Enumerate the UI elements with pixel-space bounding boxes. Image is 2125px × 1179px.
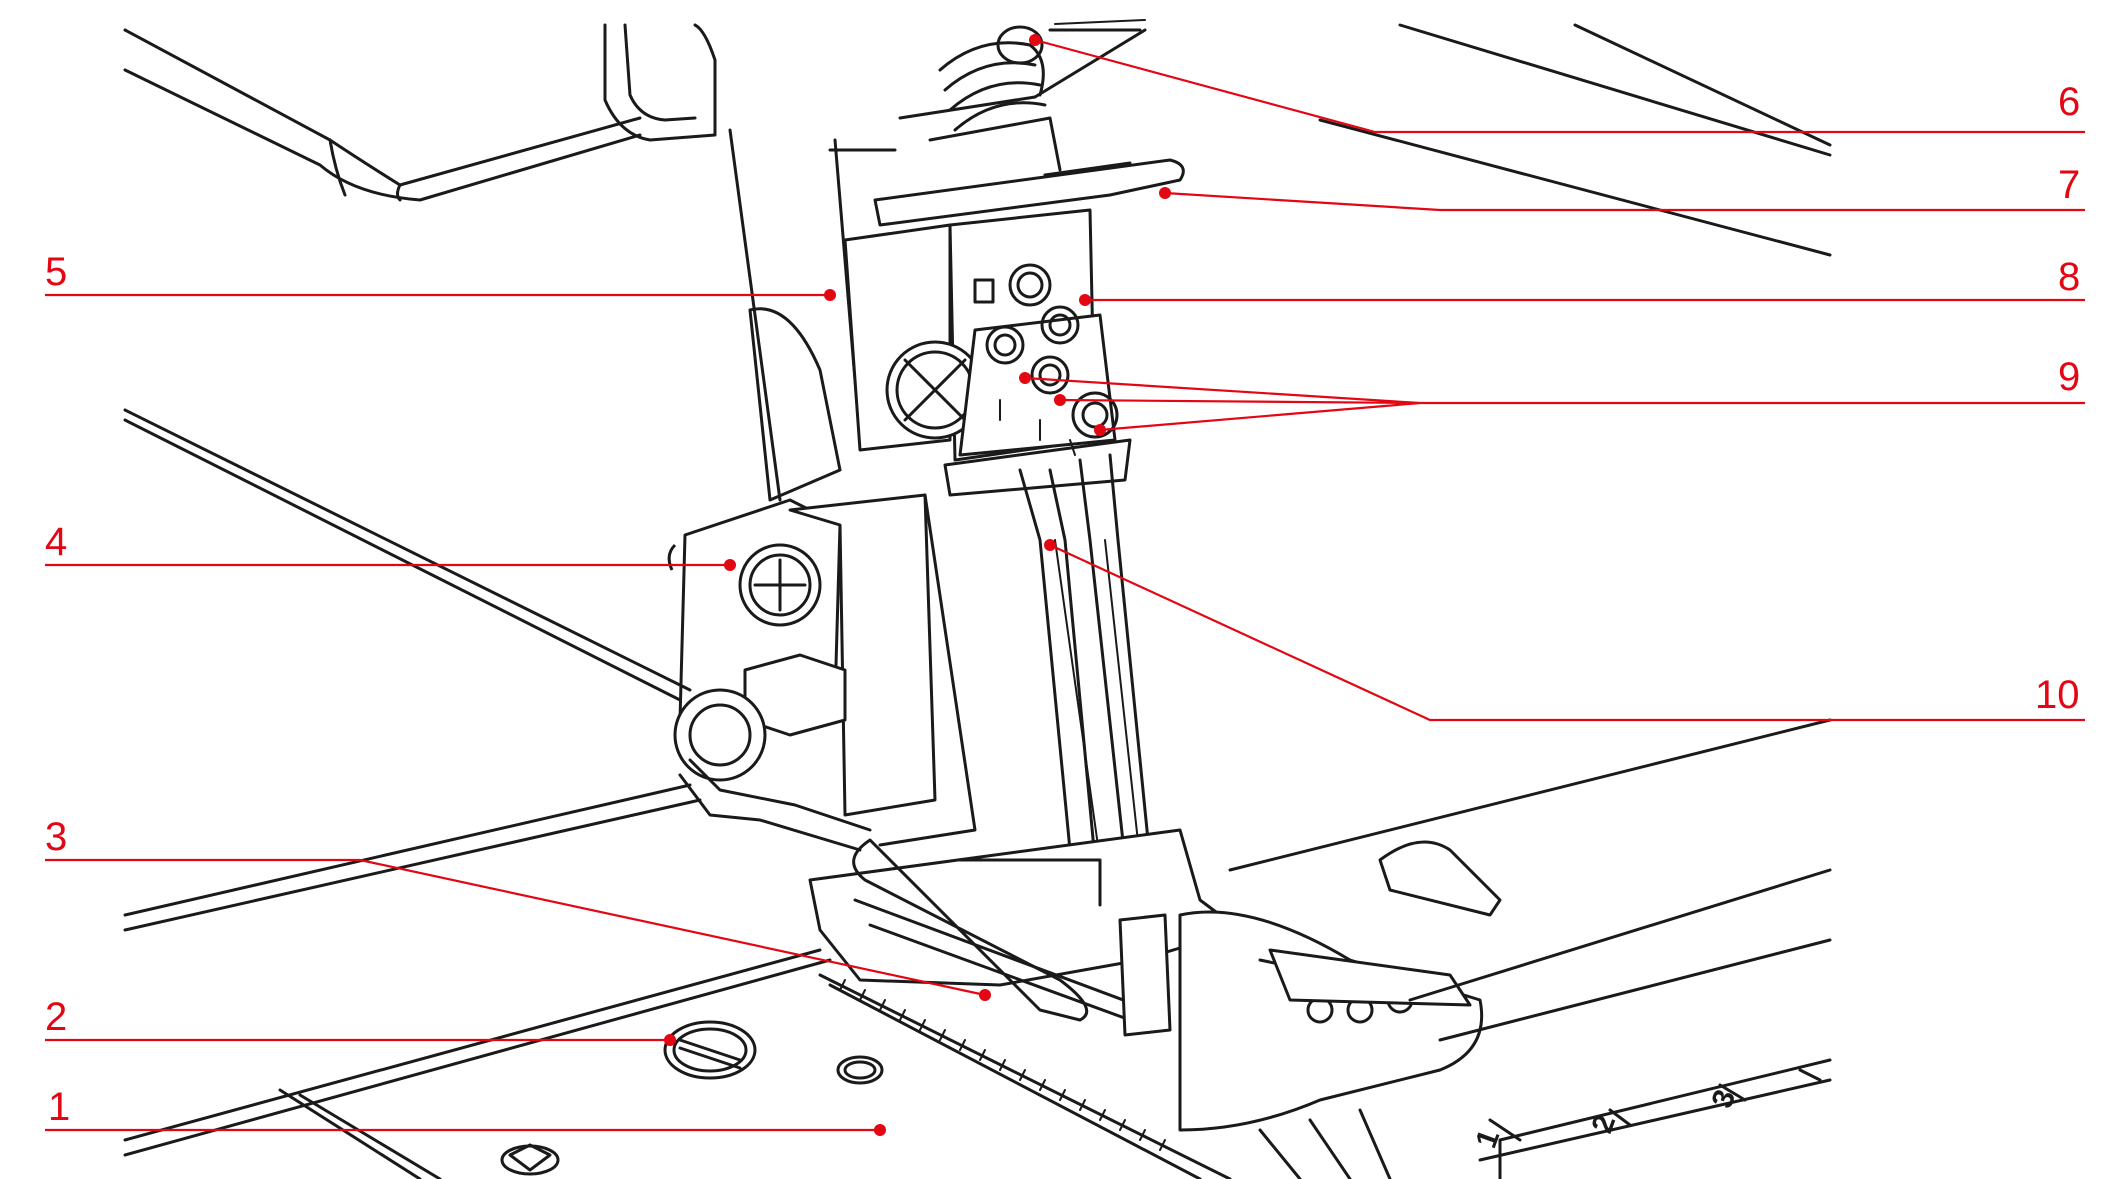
needle-plate: [123, 408, 1832, 1179]
upper-arm: [123, 19, 1832, 257]
leader-4-dot: [724, 559, 736, 571]
leader-3: [45, 858, 986, 997]
leader-7-dot: [1159, 187, 1171, 199]
callout-leaders: [45, 34, 2085, 1136]
leader-6-dot: [1029, 34, 1041, 46]
callout-9: 9: [2058, 355, 2080, 399]
leader-2-dot: [664, 1034, 676, 1046]
needles: [1018, 453, 1152, 902]
leader-9-dot-b: [1054, 394, 1066, 406]
spring-coil: [928, 25, 1062, 172]
callout-1: 1: [48, 1085, 70, 1129]
leader-6: [1034, 38, 2085, 134]
feed-dogs: [818, 973, 1392, 1179]
callout-5: 5: [45, 250, 67, 294]
machine-line-art: 1 2 3: [123, 19, 1832, 1179]
leader-9: [1024, 376, 2085, 432]
top-plate: [873, 158, 1185, 227]
leader-7: [1164, 191, 2085, 212]
leader-1-dot: [874, 1124, 886, 1136]
callout-8: 8: [2058, 255, 2080, 299]
pivot-knob: [673, 688, 872, 852]
callout-6: 6: [2058, 80, 2080, 124]
leader-8-dot: [1079, 294, 1091, 306]
leader-5-dot: [824, 289, 836, 301]
needle-screws: [985, 263, 1119, 456]
callout-2: 2: [45, 995, 67, 1039]
callout-labels: 1 2 3 4 5 6 7 8 9 10: [45, 80, 2080, 1129]
presser-foot-holder: [667, 493, 977, 847]
leader-3-dot: [979, 989, 991, 1001]
callout-10: 10: [2035, 673, 2080, 717]
leader-10-dot: [1044, 539, 1056, 551]
seam-scale: 1 2 3: [1470, 1058, 1832, 1179]
leader-10: [1049, 544, 2085, 722]
leader-9-dot-c: [1094, 424, 1106, 436]
scale-label-1: 1: [1470, 1125, 1507, 1152]
callout-7: 7: [2058, 163, 2080, 207]
callout-4: 4: [45, 520, 67, 564]
leader-9-dot-a: [1019, 372, 1031, 384]
presser-foot: [808, 828, 1484, 1132]
plate-screw: [500, 1020, 884, 1176]
callout-3: 3: [45, 815, 67, 859]
